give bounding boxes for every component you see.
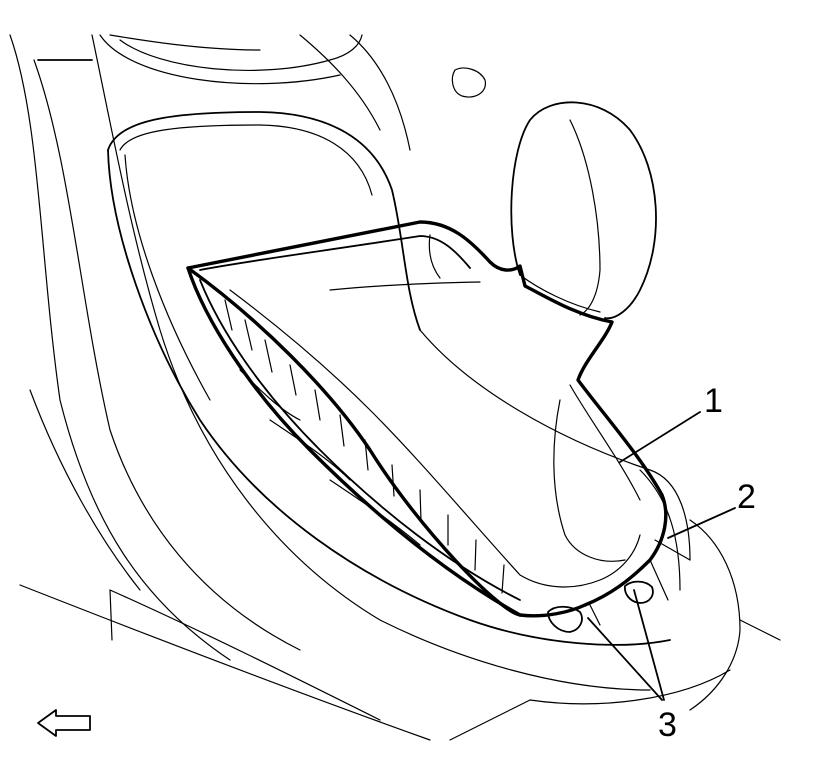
leader-line-1 [619,411,701,463]
callout-2-label: 2 [737,478,756,516]
upper-opening [99,34,487,98]
shift-knob [510,101,657,320]
shift-boot [186,220,668,618]
leader-line-3a [587,617,663,701]
callout-1-label: 1 [704,382,723,420]
leader-lines [587,411,736,701]
console-body [9,34,781,741]
console-recess [107,111,691,646]
retainer-clips [547,539,691,633]
arrow-left-outline-icon [37,709,91,737]
leader-line-2 [667,507,736,539]
leader-line-3b [633,589,665,701]
boot-retainer [186,266,522,617]
callout-3-label: 3 [658,706,677,744]
